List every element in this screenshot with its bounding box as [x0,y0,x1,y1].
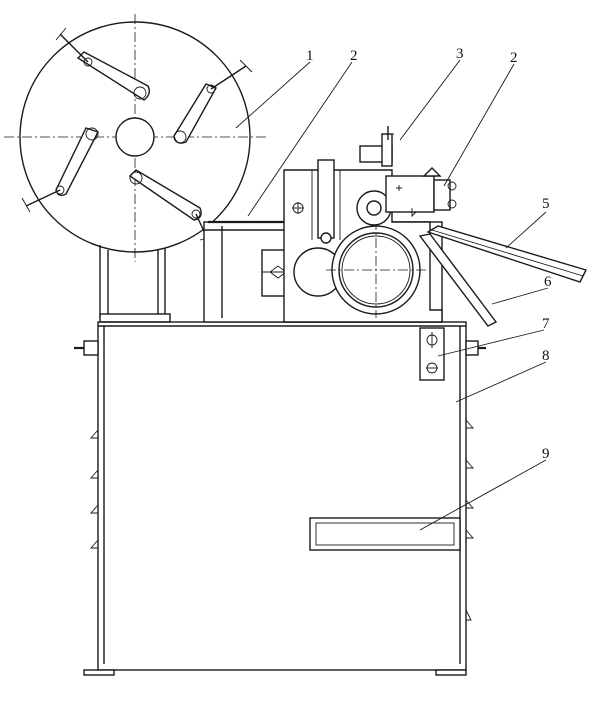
reel-support-column [99,245,171,323]
reel-disc [4,14,266,262]
callout-2: 2 [350,48,358,64]
slide-post [317,159,335,244]
press-roller [356,190,392,226]
callout-5: 5 [542,196,550,212]
callout-7: 7 [542,316,550,332]
callout-labels: 1 2 3 2 5 6 7 8 9 [306,46,552,462]
callout-3: 3 [456,46,464,62]
callout-6: 6 [544,274,552,290]
reel-arm [128,169,217,241]
outlet-chute [426,225,587,283]
main-roller [326,220,426,318]
reel-arm [55,27,151,101]
cutter-head [385,167,457,218]
reel-arm [21,127,99,213]
top-bracket [359,126,394,167]
reel-arm [173,59,253,144]
guide-blade [418,233,498,327]
callout-9: 9 [542,446,550,462]
door-handle-plate [309,517,461,551]
control-box [419,327,445,381]
callout-1: 1 [306,48,314,64]
callout-leaders [235,59,549,531]
left-knob [74,340,99,356]
callout-4: 2 [510,50,518,66]
callout-8: 8 [542,348,550,364]
